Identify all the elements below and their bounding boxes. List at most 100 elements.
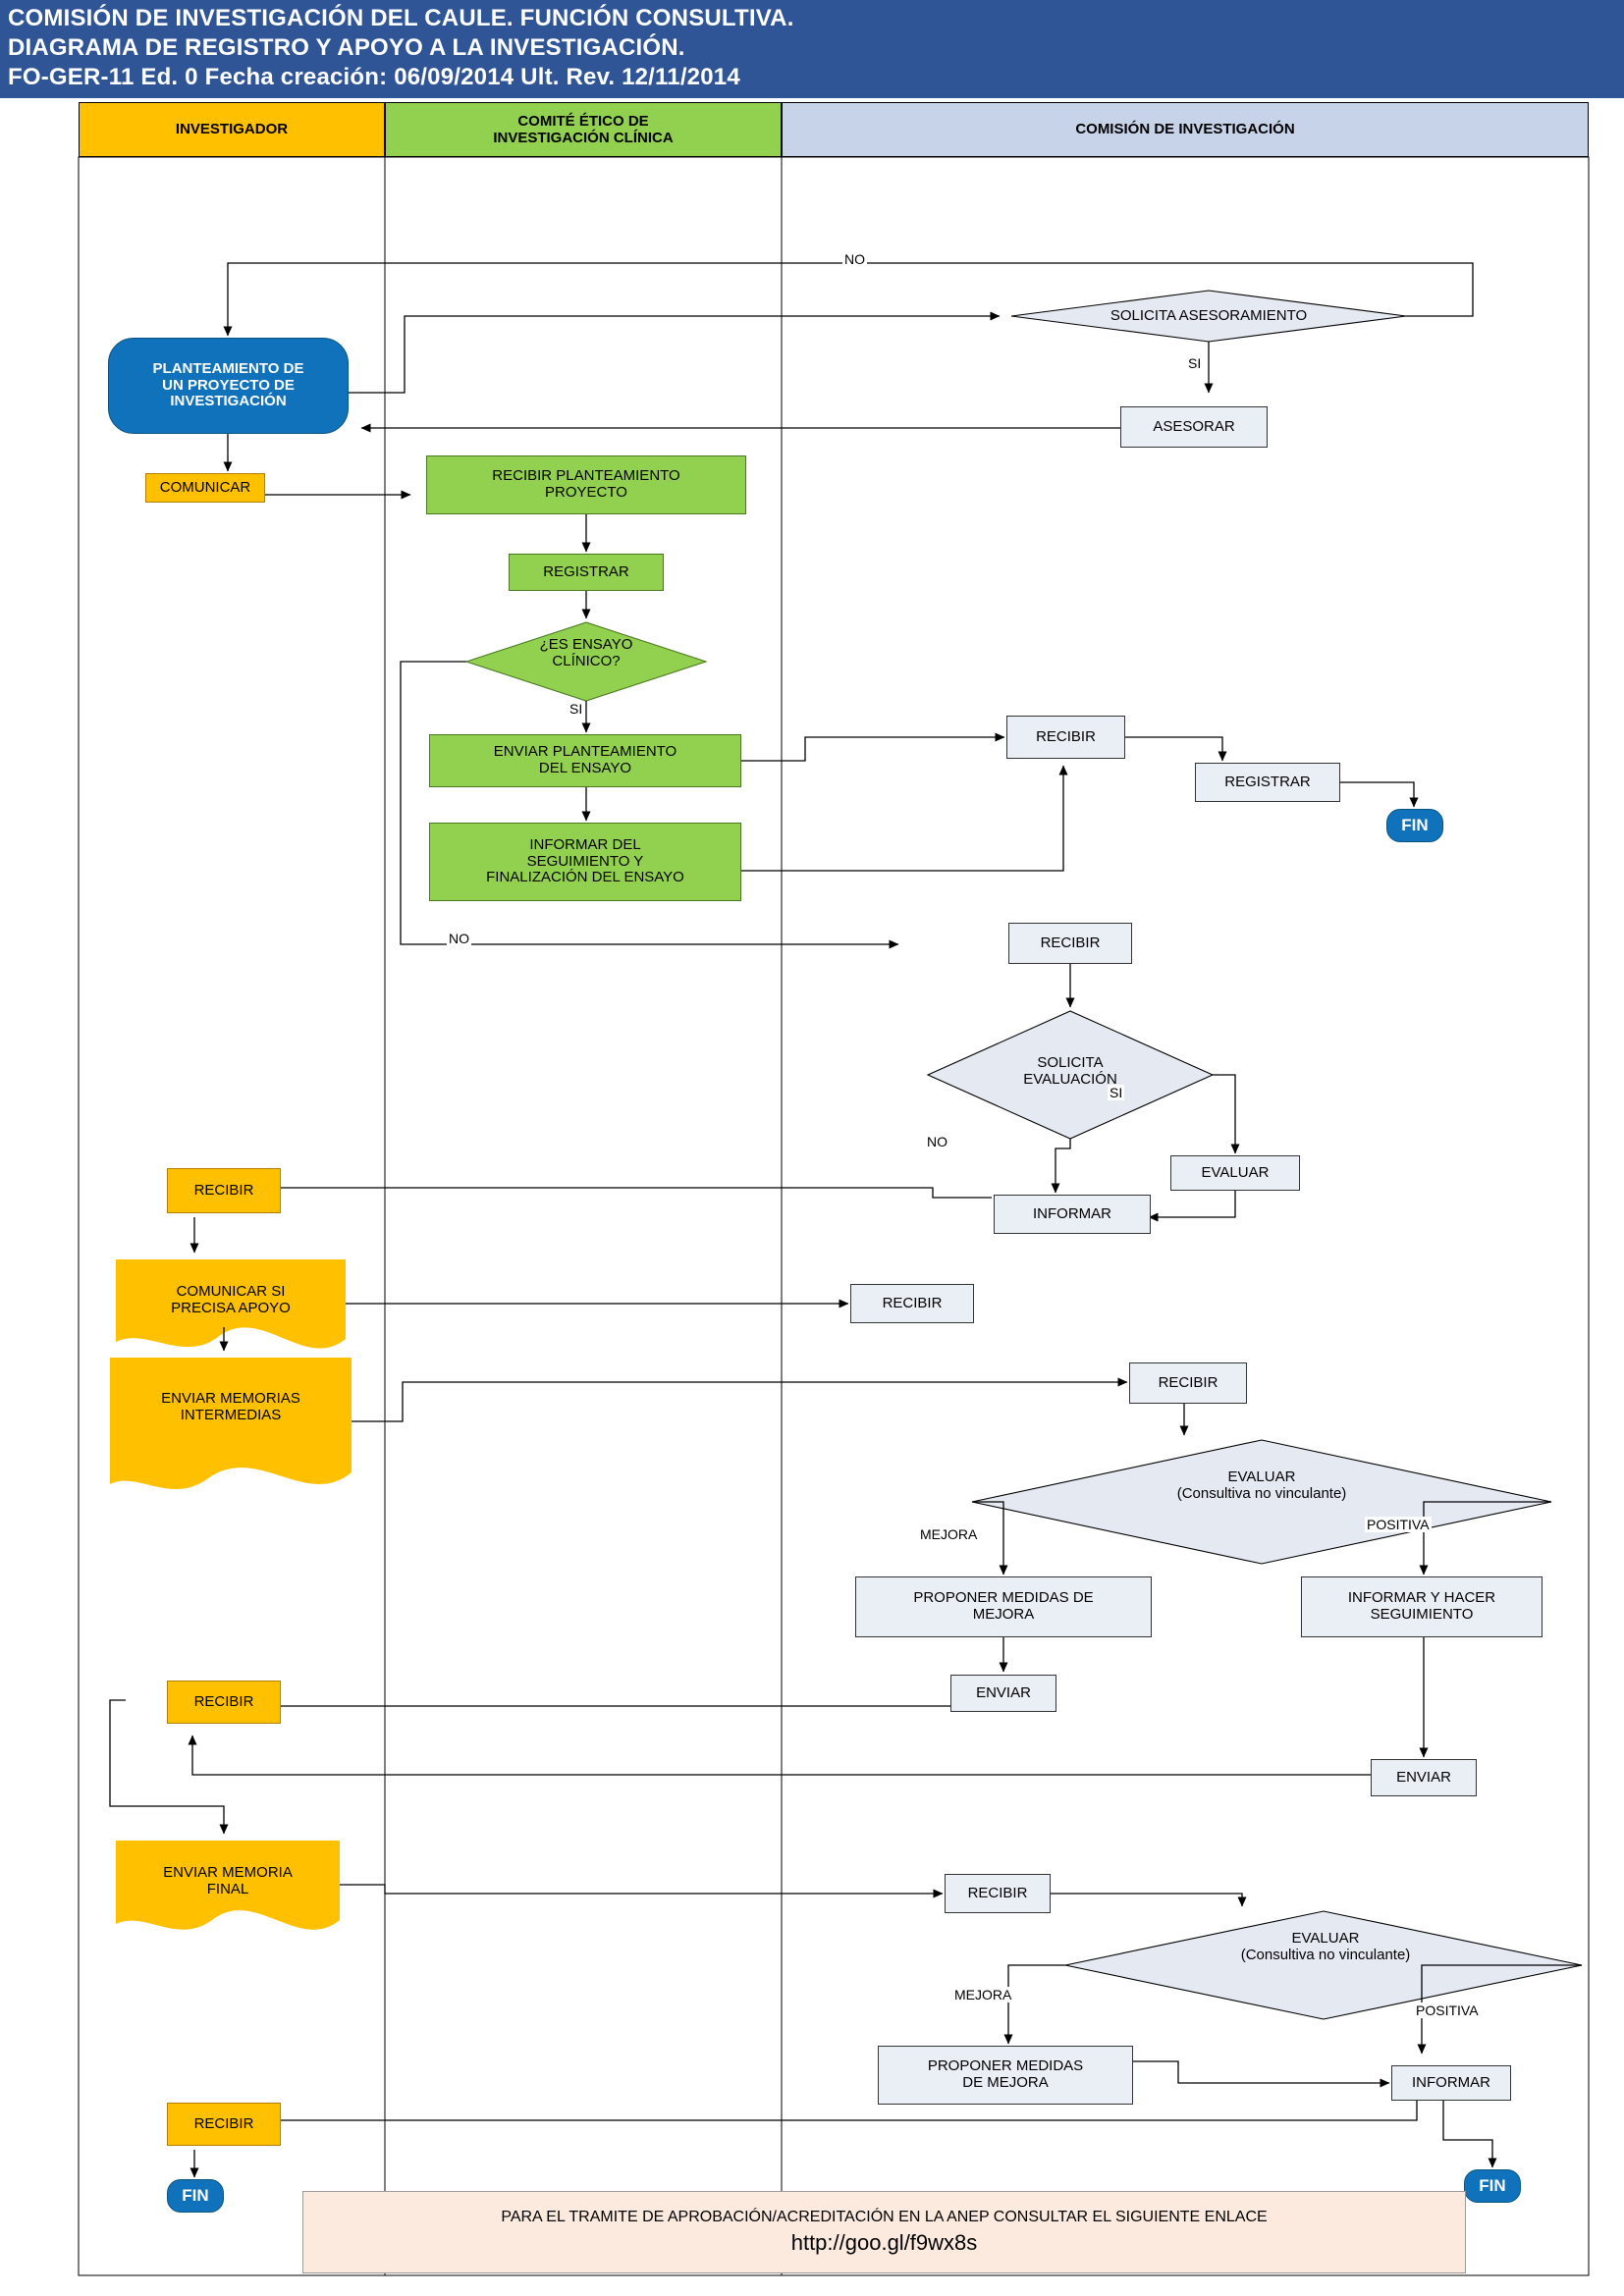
node-recibir-ensayo[interactable]: RECIBIR xyxy=(1006,716,1125,759)
lane-label-comite-etico: COMITÉ ÉTICO DE INVESTIGACIÓN CLÍNICA xyxy=(493,113,673,147)
edge-label-positiva-2: POSITIVA xyxy=(1414,2002,1481,2018)
edge-label-si-evaluacion: SI xyxy=(1108,1085,1125,1100)
node-enviar-1[interactable]: ENVIAR xyxy=(950,1675,1056,1712)
edge-enviarmemorias-to-recibir xyxy=(352,1377,1128,1422)
edge-label-si-asesoramiento: SI xyxy=(1186,355,1204,371)
node-recibir-investigador-1[interactable]: RECIBIR xyxy=(167,1168,281,1213)
node-planteamiento-line3: INVESTIGACIÓN xyxy=(170,393,287,410)
node-enviar-2[interactable]: ENVIAR xyxy=(1371,1759,1477,1796)
edge-registrar-to-fin1 xyxy=(1340,781,1419,808)
node-proponer1-line2: MEJORA xyxy=(972,1606,1035,1623)
lane-label-comite-line1: COMITÉ ÉTICO DE xyxy=(517,112,649,130)
node-enviarpl-line1: ENVIAR PLANTEAMIENTO xyxy=(493,743,677,761)
edge-proponer2-to-informar2 xyxy=(1133,2060,1390,2088)
node-informarhacer-line2: SEGUIMIENTO xyxy=(1370,1606,1474,1623)
edge-informarseg-to-recibir-com xyxy=(741,765,1068,872)
edge-start-to-solicita xyxy=(349,311,1001,394)
edge-label-mejora-2: MEJORA xyxy=(952,1987,1014,2002)
node-enviarfinal-line1: ENVIAR MEMORIA xyxy=(163,1864,293,1882)
node-recibir-apoyo[interactable]: RECIBIR xyxy=(850,1284,974,1323)
edge-mejora-1 xyxy=(972,1501,1008,1575)
edge-informar-to-recibir-inv xyxy=(215,1183,992,1199)
edge-enviarpl-to-recibir-com xyxy=(741,732,1005,762)
footer-note: PARA EL TRAMITE DE APROBACIÓN/ACREDITACI… xyxy=(302,2191,1466,2273)
node-informar-1[interactable]: INFORMAR xyxy=(994,1195,1151,1234)
node-planteamiento-line1: PLANTEAMIENTO DE xyxy=(152,359,304,377)
title-banner: COMISIÓN DE INVESTIGACIÓN DEL CAULE. FUN… xyxy=(0,0,1624,98)
node-enviarmemorias-line2: INTERMEDIAS xyxy=(180,1407,282,1423)
edge-label-positiva-1: POSITIVA xyxy=(1365,1517,1432,1532)
diamond-es-ensayo-clinico xyxy=(464,621,708,702)
node-registrar-cei[interactable]: REGISTRAR xyxy=(509,554,664,591)
node-recibir-investigador-3[interactable]: RECIBIR xyxy=(167,2103,281,2146)
edge-recibir-to-registrar-com xyxy=(1125,736,1227,762)
edge-label-no-ensayo: NO xyxy=(447,931,471,946)
node-informar-2[interactable]: INFORMAR xyxy=(1391,2065,1511,2101)
diamond-solicita-evaluacion xyxy=(926,1010,1215,1140)
title-line-3: FO-GER-11 Ed. 0 Fecha creación: 06/09/20… xyxy=(8,64,740,90)
node-fin-2[interactable]: FIN xyxy=(167,2179,224,2213)
title-line-2: DIAGRAMA DE REGISTRO Y APOYO A LA INVEST… xyxy=(8,34,685,61)
node-proponer-medidas-mejora-2[interactable]: PROPONER MEDIDAS DE MEJORA xyxy=(878,2046,1133,2105)
node-asesorar[interactable]: ASESORAR xyxy=(1120,406,1268,448)
node-comunicar[interactable]: COMUNICAR xyxy=(145,473,265,503)
node-enviarfinal-line2: FINAL xyxy=(206,1881,249,1897)
edge-mejora-2 xyxy=(1003,1964,1065,2045)
node-proponer2-line2: DE MEJORA xyxy=(962,2074,1049,2091)
node-recibir-memorias[interactable]: RECIBIR xyxy=(1129,1362,1247,1404)
node-proponer1-line1: PROPONER MEDIDAS DE xyxy=(913,1589,1094,1607)
node-proponer-medidas-mejora-1[interactable]: PROPONER MEDIDAS DE MEJORA xyxy=(855,1576,1152,1637)
edge-no-asesoramiento xyxy=(223,262,1474,337)
node-planteamiento-proyecto[interactable]: PLANTEAMIENTO DE UN PROYECTO DE INVESTIG… xyxy=(108,338,349,434)
edge-recibirinv2-to-enviarfinal xyxy=(109,1699,229,1835)
lane-header-investigador: INVESTIGADOR xyxy=(79,102,385,157)
node-registrar-comision[interactable]: REGISTRAR xyxy=(1195,763,1340,802)
node-planteamiento-line2: UN PROYECTO DE xyxy=(162,376,295,394)
node-informarhacer-line1: INFORMAR Y HACER xyxy=(1347,1589,1496,1607)
lane-header-comision: COMISIÓN DE INVESTIGACIÓN xyxy=(782,102,1589,157)
edge-recibirfinal-to-evaluar2 xyxy=(1049,1893,1247,1907)
node-comunicar-si-precisa-apoyo[interactable]: COMUNICAR SI PRECISA APOYO xyxy=(116,1259,346,1358)
edge-label-no-evaluacion: NO xyxy=(925,1134,949,1149)
node-informar-hacer-seguimiento[interactable]: INFORMAR Y HACER SEGUIMIENTO xyxy=(1301,1576,1543,1637)
node-informarseg-line2: SEGUIMIENTO Y xyxy=(526,852,644,870)
edge-enviarfinal-to-recibirfinal xyxy=(340,1884,944,1898)
edge-positiva-1 xyxy=(1419,1501,1551,1575)
node-recibir-investigador-2[interactable]: RECIBIR xyxy=(167,1681,281,1724)
node-recibir-no-ensayo[interactable]: RECIBIR xyxy=(1008,923,1132,964)
node-informarseg-line3: FINALIZACIÓN DEL ENSAYO xyxy=(486,869,684,886)
node-comunicarapoyo-line2: PRECISA APOYO xyxy=(171,1300,291,1316)
edge-label-si-ensayo: SI xyxy=(568,701,585,717)
node-fin-1[interactable]: FIN xyxy=(1386,809,1443,842)
node-enviar-memoria-final[interactable]: ENVIAR MEMORIA FINAL xyxy=(116,1841,340,1939)
edge-si-evaluar xyxy=(1213,1074,1240,1154)
edge-informar2-to-fin3 xyxy=(1442,2101,1497,2168)
lane-label-comision: COMISIÓN DE INVESTIGACIÓN xyxy=(1075,121,1295,138)
edge-label-no-asesoramiento: NO xyxy=(842,251,867,267)
node-enviarmemorias-line1: ENVIAR MEMORIAS xyxy=(161,1390,300,1408)
node-recibir-planteamiento-proyecto[interactable]: RECIBIR PLANTEAMIENTO PROYECTO xyxy=(426,455,746,514)
node-enviarpl-line2: DEL ENSAYO xyxy=(538,760,632,776)
title-line-1: COMISIÓN DE INVESTIGACIÓN DEL CAULE. FUN… xyxy=(8,5,794,31)
node-enviar-planteamiento-ensayo[interactable]: ENVIAR PLANTEAMIENTO DEL ENSAYO xyxy=(429,734,741,787)
edge-positiva-2 xyxy=(1417,1964,1582,2055)
node-comunicarapoyo-line1: COMUNICAR SI xyxy=(176,1283,286,1301)
node-informarseg-line1: INFORMAR DEL xyxy=(529,835,641,853)
doc-enviar-memoria-final-shape xyxy=(116,1841,340,1930)
edge-enviar2-to-recibir-inv2 xyxy=(188,1735,1373,1776)
node-recibir-final[interactable]: RECIBIR xyxy=(945,1874,1051,1913)
edge-evaluar-to-informar xyxy=(1148,1189,1236,1222)
footer-note-link[interactable]: http://goo.gl/f9wx8s xyxy=(790,2230,978,2255)
node-informar-seguimiento-finalizacion[interactable]: INFORMAR DEL SEGUIMIENTO Y FINALIZACIÓN … xyxy=(429,823,741,901)
node-fin-3[interactable]: FIN xyxy=(1464,2169,1521,2203)
lane-label-investigador: INVESTIGADOR xyxy=(175,121,289,138)
doc-enviar-memorias-shape xyxy=(110,1358,352,1489)
node-evaluar-1[interactable]: EVALUAR xyxy=(1170,1155,1300,1191)
edge-no-informar xyxy=(1051,1139,1071,1194)
edge-no-ensayo xyxy=(400,661,899,949)
node-enviar-memorias-intermedias[interactable]: ENVIAR MEMORIAS INTERMEDIAS xyxy=(110,1358,352,1495)
lane-label-comite-line2: INVESTIGACIÓN CLÍNICA xyxy=(493,130,674,146)
doc-comunicar-apoyo-shape xyxy=(116,1259,346,1349)
